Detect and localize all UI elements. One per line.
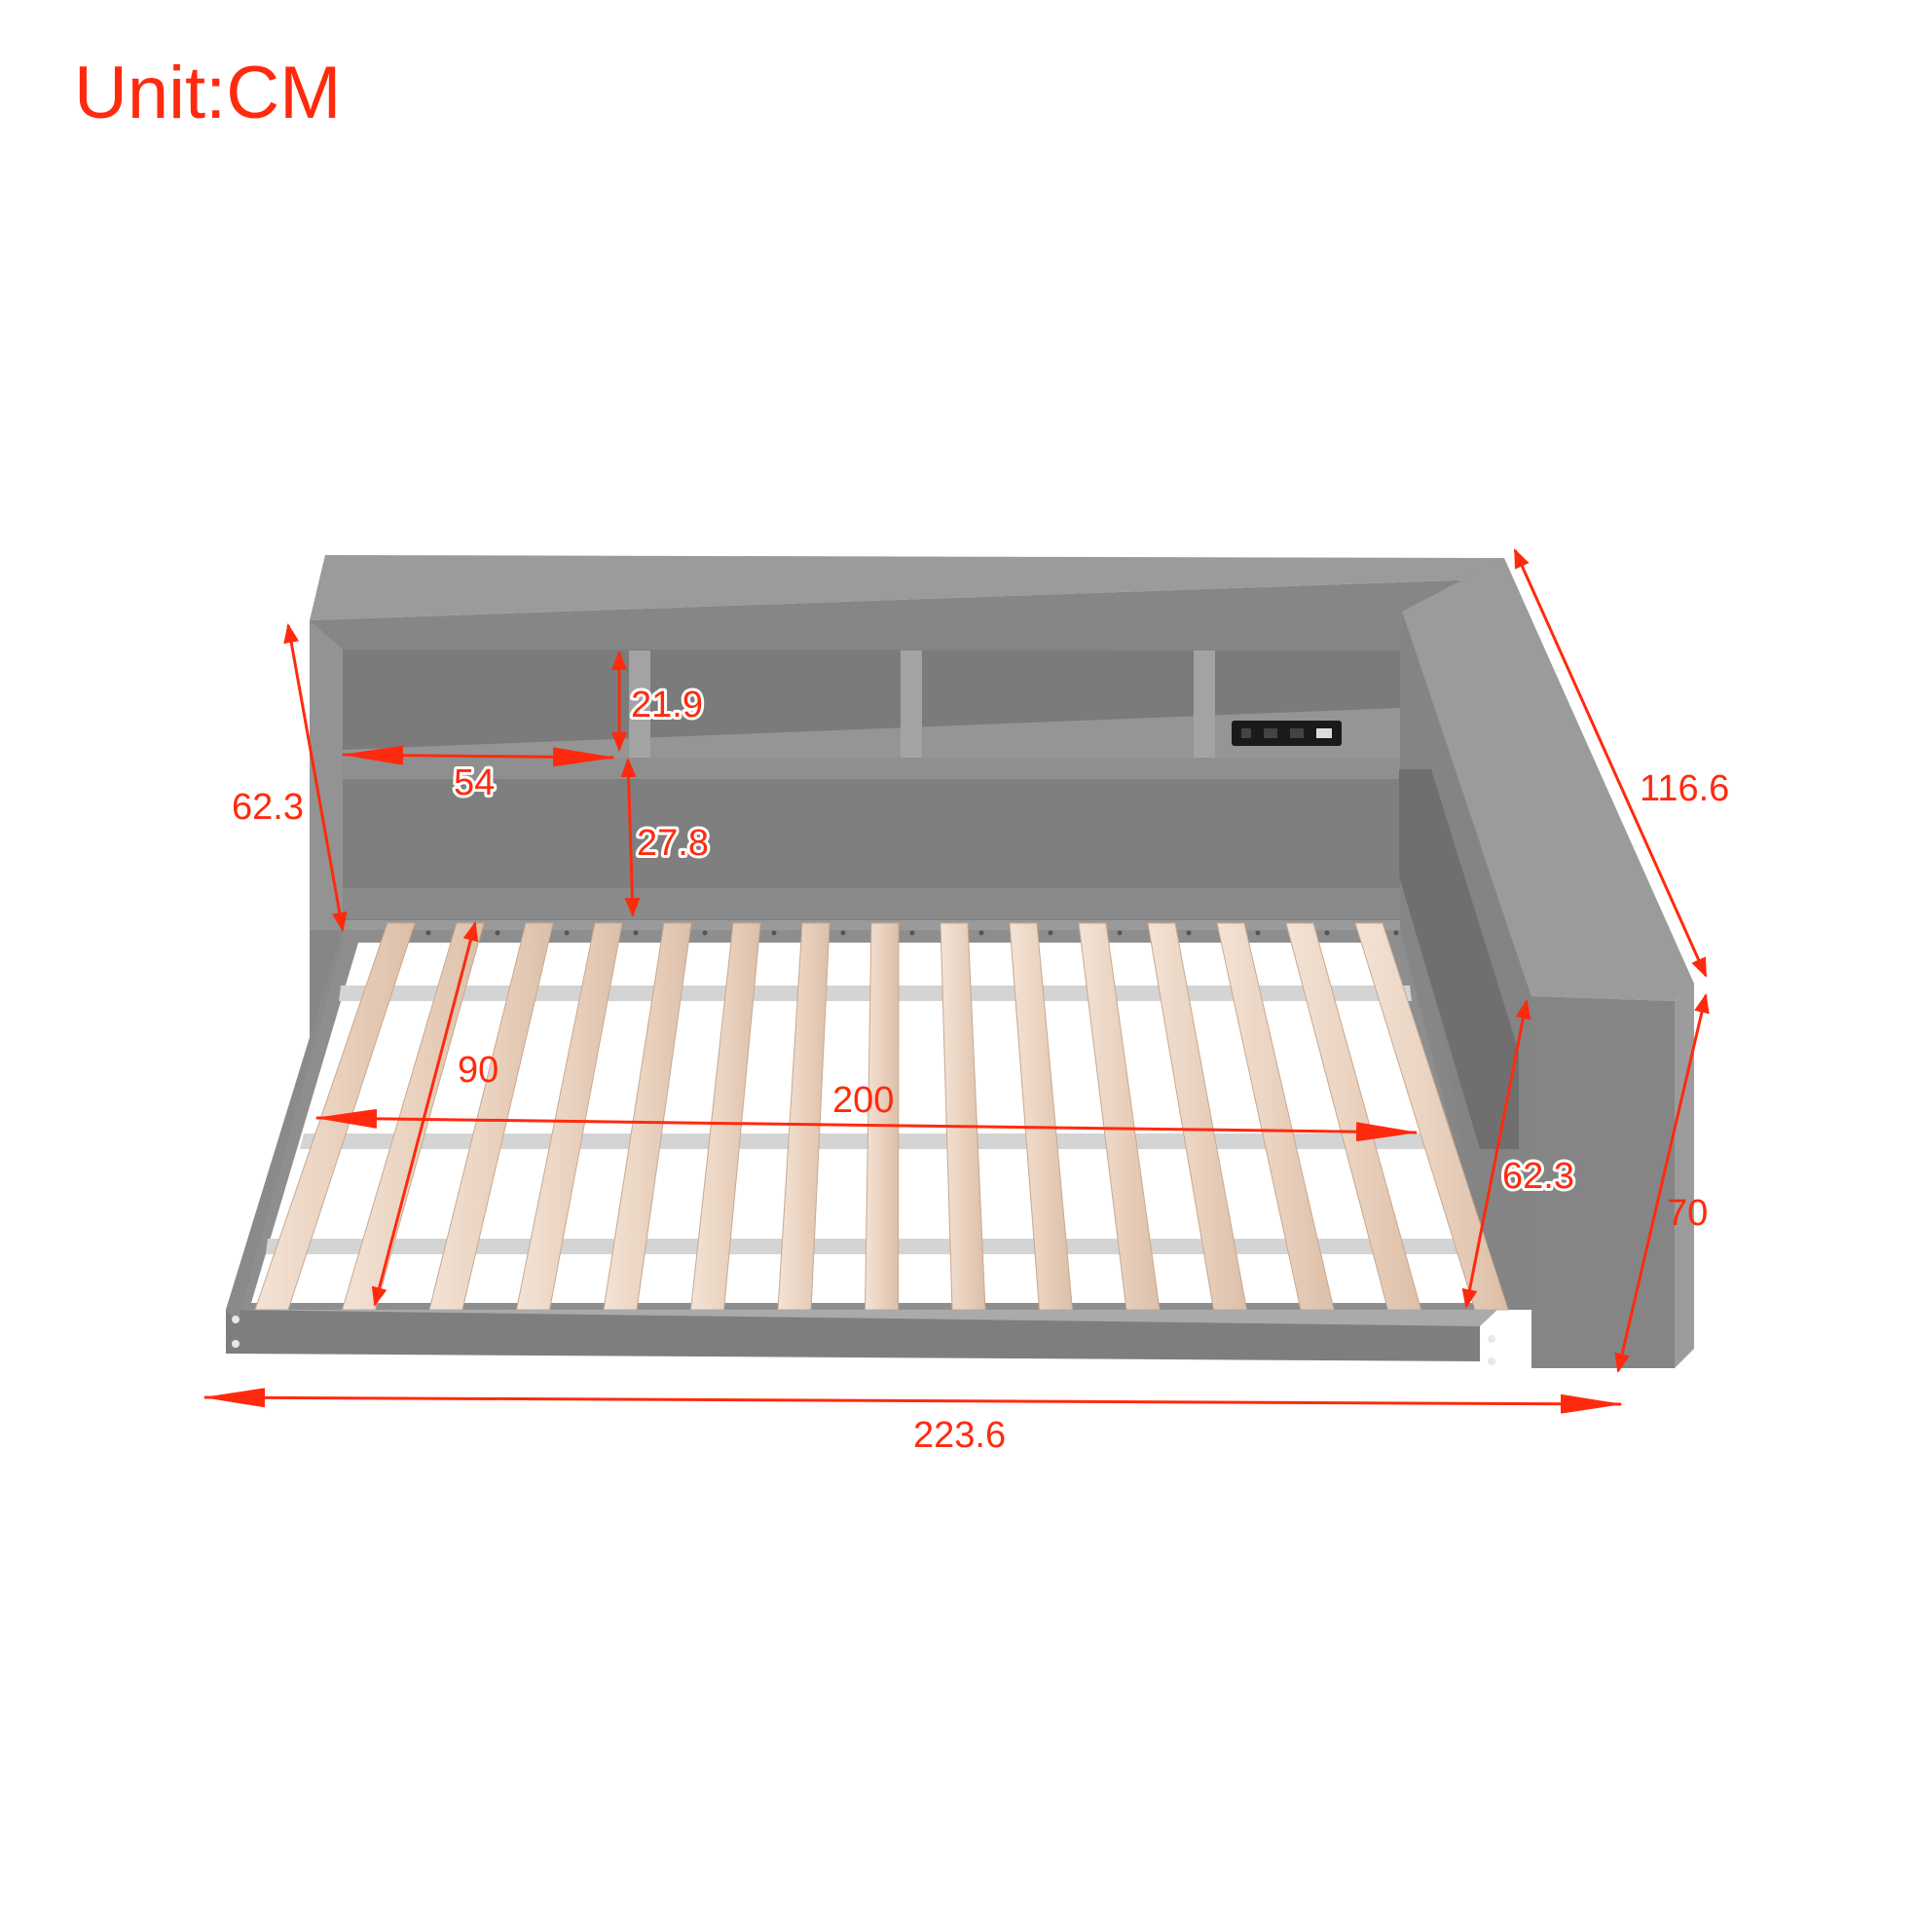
dim-line-headboard-height <box>283 623 348 932</box>
label-headboard-height: 62.3 <box>232 787 304 828</box>
slat-bracket <box>495 930 500 936</box>
slat-bracket <box>1186 930 1192 936</box>
unit-label: Unit:CM <box>74 52 342 134</box>
label-side-panel-height: 62.3 <box>1502 1156 1574 1197</box>
screw <box>1488 1357 1495 1365</box>
bed-frame <box>226 555 1694 1368</box>
slat-bracket <box>633 930 639 936</box>
slat-bracket <box>1255 930 1261 936</box>
dim-line-bed-length <box>314 1108 1419 1142</box>
slat-bracket <box>1048 930 1053 936</box>
label-side-depth: 70 <box>1667 1193 1708 1234</box>
label-bed-width: 90 <box>458 1050 498 1091</box>
label-lower-panel-height: 27.8 <box>637 823 709 864</box>
power-socket-icon <box>1232 721 1342 746</box>
dimension-labels: 62.3 21.9 54 27.8 116.6 90 200 62.3 70 2… <box>232 682 1729 1456</box>
screw <box>1488 1335 1495 1343</box>
slat-bracket <box>771 930 777 936</box>
dim-line-side-length <box>1513 548 1708 978</box>
shelf-edge <box>343 758 1400 779</box>
socket-usb <box>1316 728 1332 738</box>
label-side-length: 116.6 <box>1640 768 1729 809</box>
slat-bracket <box>1324 930 1330 936</box>
headboard-top <box>310 555 1504 620</box>
dim-line-total-length <box>203 1388 1623 1414</box>
dim-line-lower-panel-height <box>620 758 641 917</box>
dim-line-shelf-width <box>341 745 615 767</box>
dim-line-side-depth <box>1614 993 1710 1373</box>
label-bed-length: 200 <box>832 1080 894 1121</box>
shelf-divider <box>901 650 922 758</box>
front-rail <box>226 1310 1480 1361</box>
slat-bracket <box>564 930 570 936</box>
dim-line-side-panel-height <box>1461 999 1531 1309</box>
shelf-divider <box>1194 650 1215 758</box>
socket-slot <box>1290 728 1304 738</box>
screw <box>232 1340 240 1348</box>
headboard-base-trim <box>343 888 1400 919</box>
socket-slot <box>1241 728 1251 738</box>
dimension-lines <box>203 548 1710 1414</box>
label-shelf-height: 21.9 <box>631 685 703 725</box>
slat-bracket <box>978 930 984 936</box>
shelf-divider <box>629 650 650 758</box>
label-total-length: 223.6 <box>913 1415 1006 1456</box>
slat-bracket <box>425 930 431 936</box>
slat-bracket <box>909 930 915 936</box>
left-rail <box>226 930 343 1322</box>
slat-bracket <box>702 930 708 936</box>
socket-slot <box>1264 728 1277 738</box>
slat-bracket <box>1117 930 1123 936</box>
slat-bracket <box>1393 930 1399 936</box>
side-end-side <box>1675 984 1694 1368</box>
cross-support <box>266 1239 1462 1254</box>
slat-bracket <box>840 930 846 936</box>
label-shelf-width: 54 <box>454 762 495 803</box>
shelf-cavity <box>343 650 1400 750</box>
screw <box>232 1316 240 1323</box>
